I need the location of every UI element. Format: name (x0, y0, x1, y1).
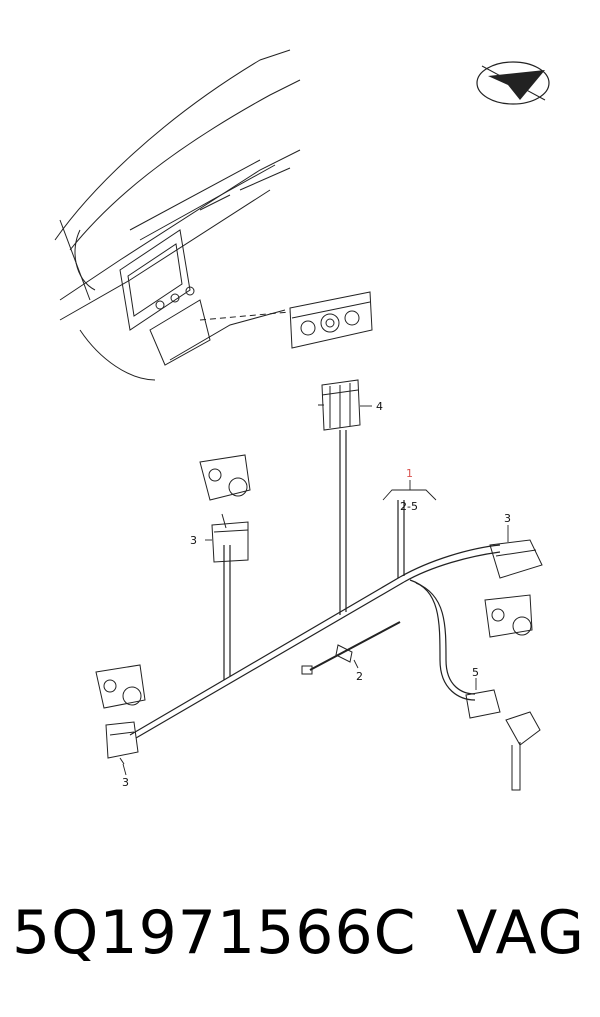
wiring-harness-diagram: 1 2-5 4 3 3 3 2 5 (54, 49, 550, 791)
callout-leaders (122, 405, 509, 776)
dashboard-overview-illustration (54, 49, 301, 381)
actuator-motor-upper-left (199, 454, 251, 501)
part-number: 5Q1971566C (12, 898, 417, 968)
callout-2-label: 2 (356, 670, 363, 683)
callout-3-upper-left-label: 3 (190, 534, 197, 547)
callout-1-label: 1 (406, 467, 413, 480)
wiring-harness (129, 430, 501, 739)
connector-3-lower-left (105, 721, 139, 765)
connector-3-right (489, 539, 543, 579)
callout-4-label: 4 (376, 400, 383, 413)
callout-3-right-label: 3 (504, 512, 511, 525)
callout-5-label: 5 (472, 666, 479, 679)
callout-3-lower-left-label: 3 (122, 776, 129, 789)
cable-tie (301, 621, 401, 675)
actuator-motor-lower-left (95, 664, 146, 709)
callout-2-5-label: 2-5 (400, 500, 418, 513)
orientation-arrow-icon (476, 61, 550, 105)
caption-bar: 5Q1971566C VAG (0, 880, 600, 1000)
climate-control-panel (289, 291, 373, 349)
sensor-5 (465, 689, 541, 791)
connector-4 (318, 379, 361, 431)
connector-3-upper-left (211, 513, 249, 563)
brand-label: VAG (456, 898, 586, 968)
actuator-motor-right (484, 594, 533, 638)
